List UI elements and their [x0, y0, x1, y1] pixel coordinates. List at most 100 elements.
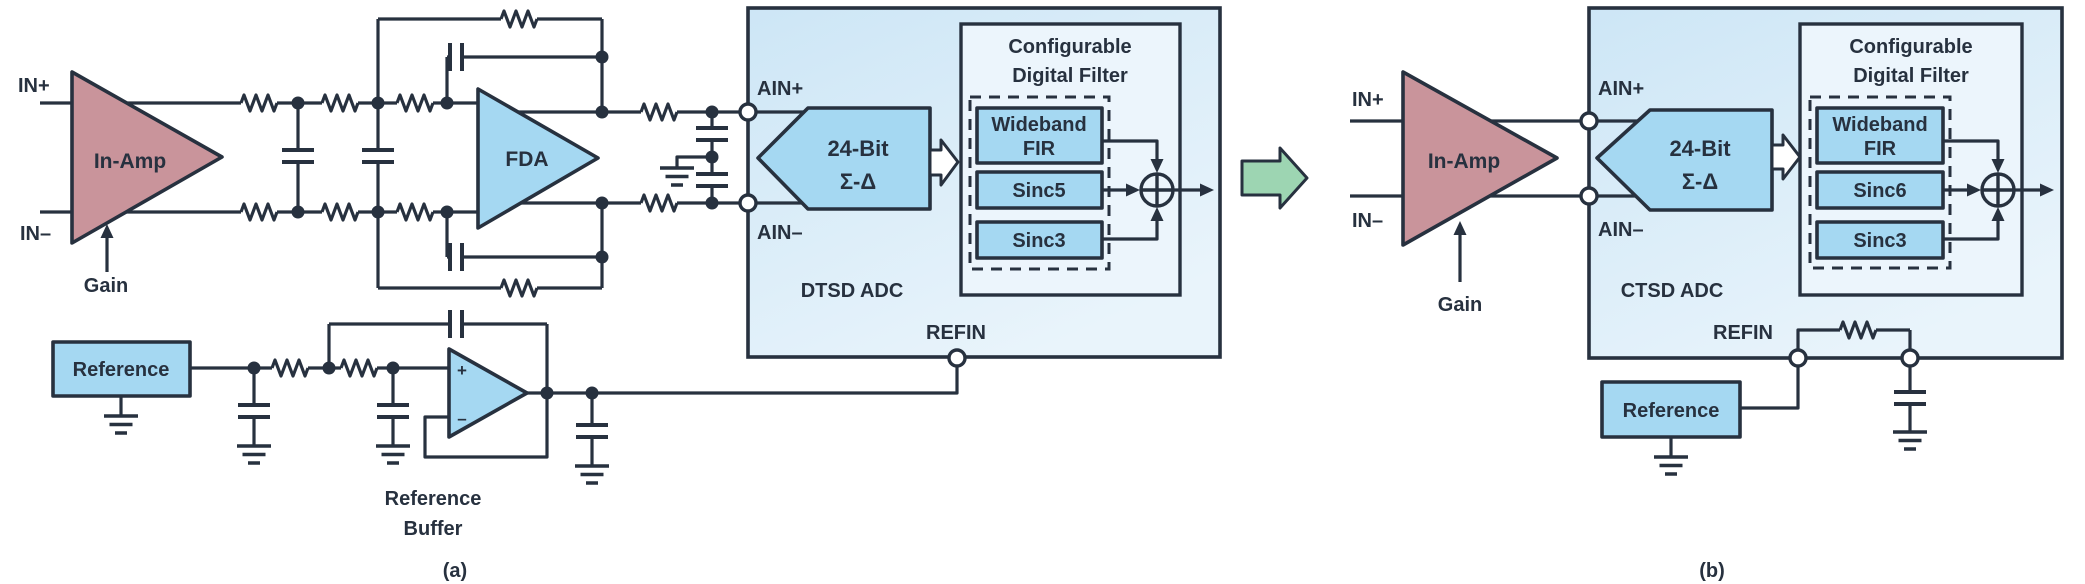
- ground-icon: [658, 166, 696, 187]
- sinc3-box-a: [975, 220, 1104, 260]
- wires-a: [40, 17, 959, 466]
- in-minus-label-a: IN–: [20, 223, 51, 245]
- filter-routing-a: [1102, 139, 1214, 241]
- capacitor: [694, 126, 730, 142]
- capacitor: [448, 41, 464, 73]
- caption-a: (a): [443, 560, 467, 582]
- resistor: [270, 358, 310, 378]
- adc-name-label-a: DTSD ADC: [801, 280, 904, 302]
- filter-title-line1-a: Configurable: [1008, 36, 1131, 58]
- capacitor: [574, 423, 610, 439]
- capacitor: [448, 308, 464, 340]
- fir-label-a: FIR: [1023, 138, 1056, 160]
- ain-minus-label-a: AIN–: [757, 222, 803, 244]
- refin-terminal-b1: [1788, 348, 1808, 368]
- reference-buffer-opamp: [447, 347, 529, 439]
- refin-label-a: REFIN: [926, 322, 986, 344]
- ground-icon: [235, 444, 273, 465]
- filter-options-dashed-box-a: [968, 95, 1111, 271]
- resistor: [395, 93, 435, 113]
- transition-arrow-icon: [1240, 146, 1309, 210]
- resistor: [239, 93, 279, 113]
- resistor: [395, 202, 435, 222]
- wideband-fir-box-b: [1815, 106, 1945, 165]
- reference-label-b: Reference: [1623, 400, 1720, 422]
- core-sigma-delta-label-b: Σ-Δ: [1682, 169, 1718, 194]
- reference-buffer-label-line2: Buffer: [404, 518, 463, 540]
- ain-minus-terminal-b: [1579, 186, 1599, 206]
- ain-plus-label-a: AIN+: [757, 78, 803, 100]
- resistor: [639, 193, 679, 213]
- reference-label-a: Reference: [73, 359, 170, 381]
- capacitor: [694, 172, 730, 188]
- wideband-label-b: Wideband: [1832, 114, 1927, 136]
- ground-icon: [374, 444, 412, 465]
- in-amp-triangle-a: [70, 70, 224, 245]
- diagram-a: IN+ IN– Gain In-Amp FDA AIN+ AIN– DTSD A…: [18, 6, 1222, 582]
- gain-arrow-icon-b: [1453, 221, 1467, 235]
- resistor: [499, 9, 539, 29]
- reference-box-b: [1600, 380, 1742, 439]
- resistor: [320, 93, 360, 113]
- gain-label-b: Gain: [1438, 294, 1482, 316]
- filter-options-dashed-box-b: [1808, 95, 1952, 270]
- resistors-a: [239, 9, 679, 378]
- diagram-b: IN+ IN– Gain In-Amp AIN+ AIN– CTSD ADC R…: [1350, 6, 2064, 582]
- sinc3-box-b: [1815, 220, 1945, 260]
- filter-routing-b: [1943, 139, 2054, 241]
- ain-minus-label-b: AIN–: [1598, 219, 1644, 241]
- core-bits-label-b: 24-Bit: [1669, 136, 1731, 161]
- capacitor: [1892, 390, 1928, 406]
- ground-icon: [1891, 430, 1929, 451]
- opamp-minus-label: –: [457, 409, 466, 428]
- filter-title-line2-a: Digital Filter: [1012, 65, 1128, 87]
- refin-terminal-b2: [1900, 348, 1920, 368]
- fda-triangle: [476, 87, 600, 230]
- in-plus-label-a: IN+: [18, 75, 50, 97]
- ground-icon: [1652, 455, 1690, 476]
- wideband-fir-box-a: [975, 106, 1104, 165]
- reference-buffer-label-line1: Reference: [385, 488, 482, 510]
- in-plus-label-b: IN+: [1352, 89, 1384, 111]
- core-sigma-delta-label-a: Σ-Δ: [840, 169, 876, 194]
- in-amp-label-b: In-Amp: [1428, 150, 1500, 173]
- resistor: [639, 102, 679, 122]
- sinc3-label-b: Sinc3: [1853, 230, 1906, 252]
- in-minus-label-b: IN–: [1352, 210, 1383, 232]
- sinc6-label: Sinc6: [1853, 180, 1906, 202]
- wires-b: [1350, 119, 1912, 457]
- sinc6-box: [1815, 170, 1945, 210]
- core-bits-label-a: 24-Bit: [827, 136, 889, 161]
- modulator-output-arrow-icon-a: [928, 138, 960, 187]
- refin-label-b: REFIN: [1713, 322, 1773, 344]
- fir-label-b: FIR: [1864, 138, 1897, 160]
- capacitor: [236, 403, 272, 419]
- fda-label: FDA: [505, 148, 548, 171]
- ain-plus-terminal-a: [738, 102, 758, 122]
- modulator-output-arrow-icon-b: [1770, 133, 1802, 181]
- capacitor: [375, 403, 411, 419]
- in-amp-triangle-b: [1401, 70, 1559, 247]
- refin-terminal-a: [947, 348, 967, 368]
- capacitors-b: [1892, 390, 1928, 406]
- reference-box-a: [51, 340, 192, 398]
- caption-b: (b): [1699, 560, 1725, 582]
- ain-plus-terminal-b: [1579, 111, 1599, 131]
- wideband-label-a: Wideband: [991, 114, 1086, 136]
- ground-icon: [573, 464, 611, 485]
- resistor: [339, 358, 379, 378]
- ain-plus-label-b: AIN+: [1598, 78, 1644, 100]
- in-amp-label-a: In-Amp: [94, 150, 166, 173]
- resistor: [320, 202, 360, 222]
- ain-minus-terminal-a: [738, 193, 758, 213]
- filter-title-line2-b: Digital Filter: [1853, 65, 1969, 87]
- opamp-plus-label: +: [457, 361, 467, 380]
- sinc3-label-a: Sinc3: [1012, 230, 1065, 252]
- filter-title-line1-b: Configurable: [1849, 36, 1972, 58]
- capacitor: [280, 148, 316, 164]
- adc-name-label-b: CTSD ADC: [1621, 280, 1724, 302]
- resistor: [239, 202, 279, 222]
- capacitor: [360, 148, 396, 164]
